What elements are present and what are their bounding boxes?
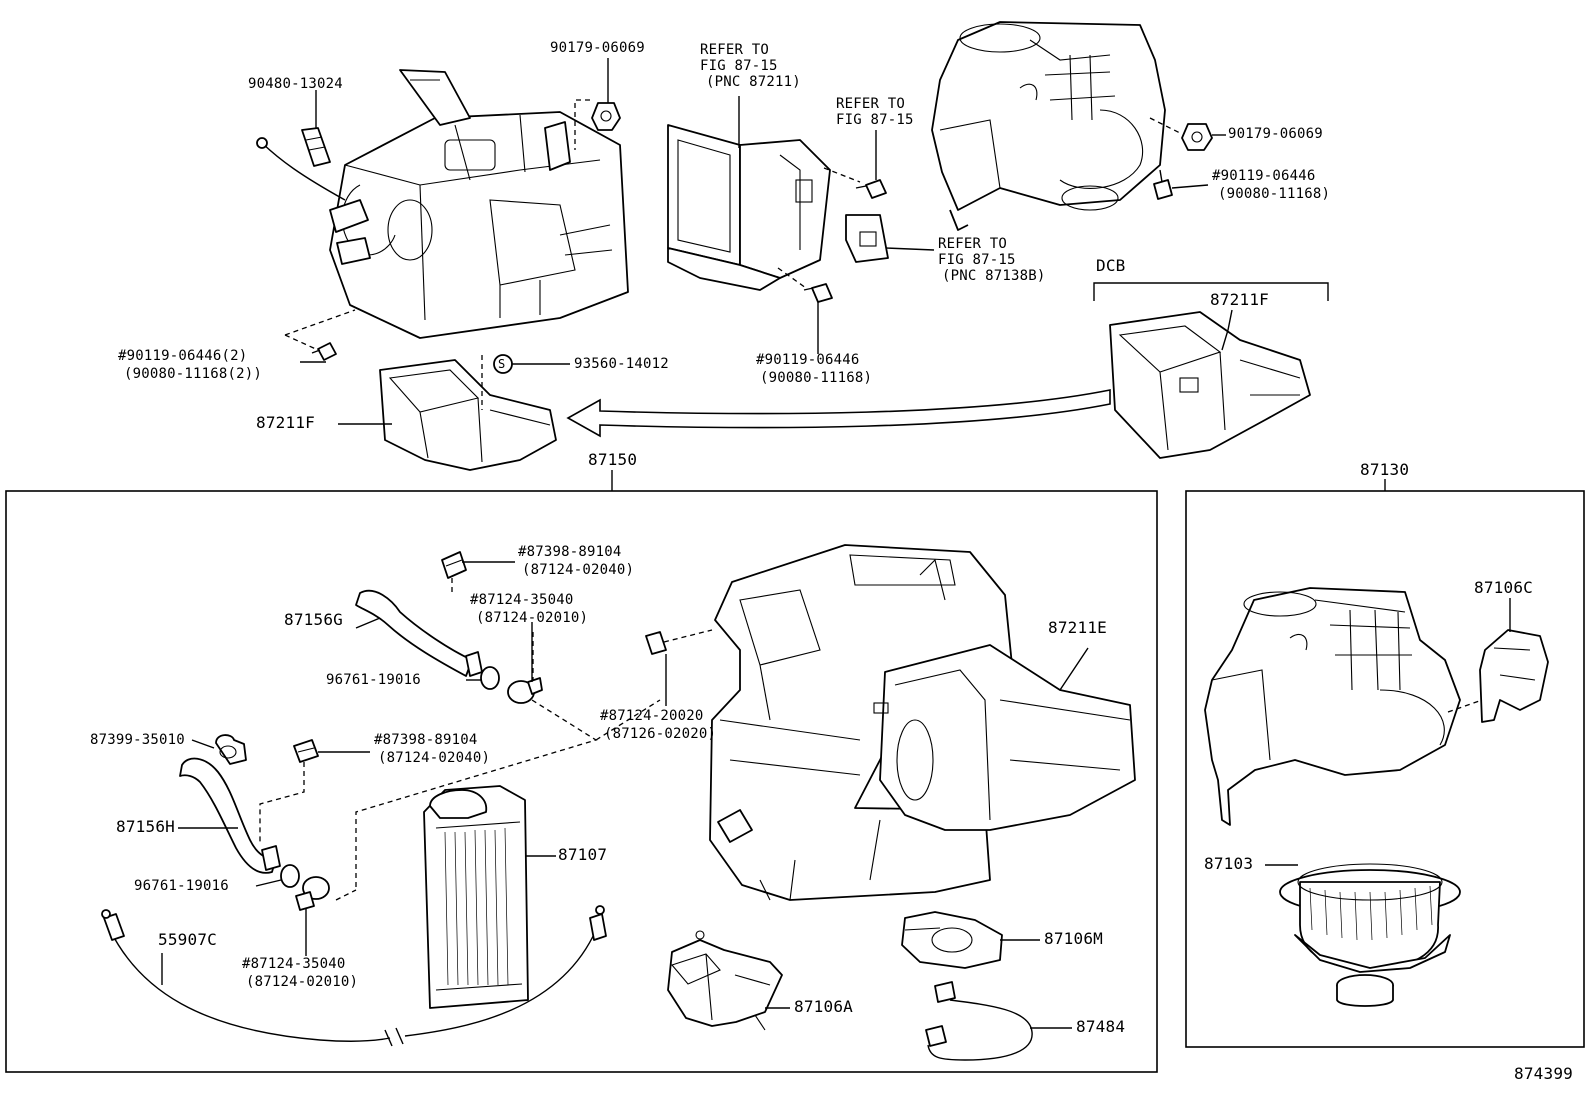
label-87211f-right: 87211F: [1210, 290, 1269, 309]
o-ring-96761-19016-top: [480, 666, 500, 690]
wire-harness-top: [261, 142, 346, 201]
figure-number: 874399: [1514, 1064, 1573, 1083]
label-87484: 87484: [1076, 1017, 1126, 1036]
label-90119-06446-right: #90119-06446: [1212, 168, 1316, 184]
label-87124-20020: #87124-20020: [600, 708, 704, 724]
label-90179-06069-top: 90179-06069: [550, 40, 645, 56]
group-box-87150: [5, 490, 1158, 1073]
label-90119-06446-center: #90119-06446: [756, 352, 860, 368]
label-87156g: 87156G: [284, 610, 343, 629]
s-symbol-circle: [493, 354, 513, 374]
nut-90179-06069-right: [1181, 123, 1213, 151]
bracket-87106c: [1479, 629, 1549, 723]
blower-case-87130: [1204, 587, 1461, 826]
label-87103: 87103: [1204, 854, 1254, 873]
label-90080-11168-right: (90080-11168): [1218, 186, 1331, 202]
o-ring-96761-19016-bottom: [280, 864, 300, 888]
label-refer-top-2: FIG 87-15: [700, 58, 778, 74]
label-87124-02010-bottom: (87124-02010): [246, 974, 359, 990]
grommet-90480-13024: [301, 127, 331, 167]
duct-87211f-left: [379, 359, 557, 471]
label-87399-35010: 87399-35010: [90, 732, 185, 748]
leader-lines: [161, 58, 1511, 1029]
clip-87399-35010: [215, 734, 247, 765]
label-refer-low-2: FIG 87-15: [938, 252, 1016, 268]
label-refer-mid-1: REFER TO: [836, 96, 906, 112]
label-87126-02020: (87126-02020): [604, 726, 717, 742]
heater-unit-assembly: [329, 69, 629, 339]
bolt-90119-06446-left: [311, 342, 337, 361]
clip-87124-20020: [645, 631, 667, 655]
servo-motor-87106a: [667, 930, 783, 1031]
clamp-87398-89104-top: [441, 551, 467, 579]
label-refer-top-3: (PNC 87211): [706, 74, 801, 90]
label-87211f-left: 87211F: [256, 413, 315, 432]
label-87156h: 87156H: [116, 817, 175, 836]
label-87211e: 87211E: [1048, 618, 1107, 637]
sensor-wire-87484: [925, 981, 1033, 1061]
hose-87156g: [355, 590, 483, 677]
label-96761-19016-bottom: 96761-19016: [134, 878, 229, 894]
label-87106m: 87106M: [1044, 929, 1103, 948]
air-duct-87211: [667, 124, 831, 291]
label-87124-02040-top: (87124-02040): [522, 562, 635, 578]
screw-90119-06446-center: [803, 283, 833, 303]
label-87106c: 87106C: [1474, 578, 1533, 597]
screw-refer-fig-87-15: [855, 179, 887, 199]
hose-87156h: [179, 757, 281, 874]
label-87124-02040-left: (87124-02040): [378, 750, 491, 766]
nut-90179-06069-left: [591, 102, 621, 131]
label-90119-06446-2: #90119-06446(2): [118, 348, 248, 364]
label-87124-02010-top: (87124-02010): [476, 610, 589, 626]
resistor-connector: [845, 214, 889, 263]
clamp-87124-35040-bottom: [295, 876, 330, 911]
label-s-mark: S: [498, 357, 506, 371]
wire-harness-55907c: [101, 905, 607, 1047]
label-93560-14012: 93560-14012: [574, 356, 669, 372]
heater-case-87211e: [709, 544, 1136, 901]
label-refer-mid-2: FIG 87-15: [836, 112, 914, 128]
transfer-arrow: [566, 389, 1111, 438]
blower-motor-87103: [1279, 863, 1461, 1007]
label-87130: 87130: [1360, 460, 1410, 479]
label-refer-top-1: REFER TO: [700, 42, 770, 58]
label-90179-06069-right: 90179-06069: [1228, 126, 1323, 142]
label-refer-low-1: REFER TO: [938, 236, 1008, 252]
label-87107: 87107: [558, 845, 608, 864]
duct-87211f-dcb: [1109, 311, 1311, 459]
label-87106a: 87106A: [794, 997, 853, 1016]
label-87398-89104-left: #87398-89104: [374, 732, 478, 748]
heater-core-87107: [423, 785, 529, 1009]
servo-motor-87106m: [901, 911, 1003, 969]
label-90080-11168-center: (90080-11168): [760, 370, 873, 386]
label-refer-low-3: (PNC 87138B): [942, 268, 1046, 284]
label-87124-35040-bottom: #87124-35040: [242, 956, 346, 972]
label-87398-89104-top: #87398-89104: [518, 544, 622, 560]
clamp-87124-35040-top: [507, 677, 543, 704]
label-dcb: DCB: [1096, 256, 1126, 275]
clamp-87398-89104-left: [293, 739, 319, 763]
label-87124-35040-top: #87124-35040: [470, 592, 574, 608]
label-90480-13024: 90480-13024: [248, 76, 343, 92]
label-90080-11168-2: (90080-11168(2)): [124, 366, 263, 382]
screw-90119-06446-right: [1153, 169, 1173, 200]
blower-unit-assembly: [931, 21, 1166, 231]
label-55907c: 55907C: [158, 930, 217, 949]
label-96761-19016-top: 96761-19016: [326, 672, 421, 688]
label-87150: 87150: [588, 450, 638, 469]
